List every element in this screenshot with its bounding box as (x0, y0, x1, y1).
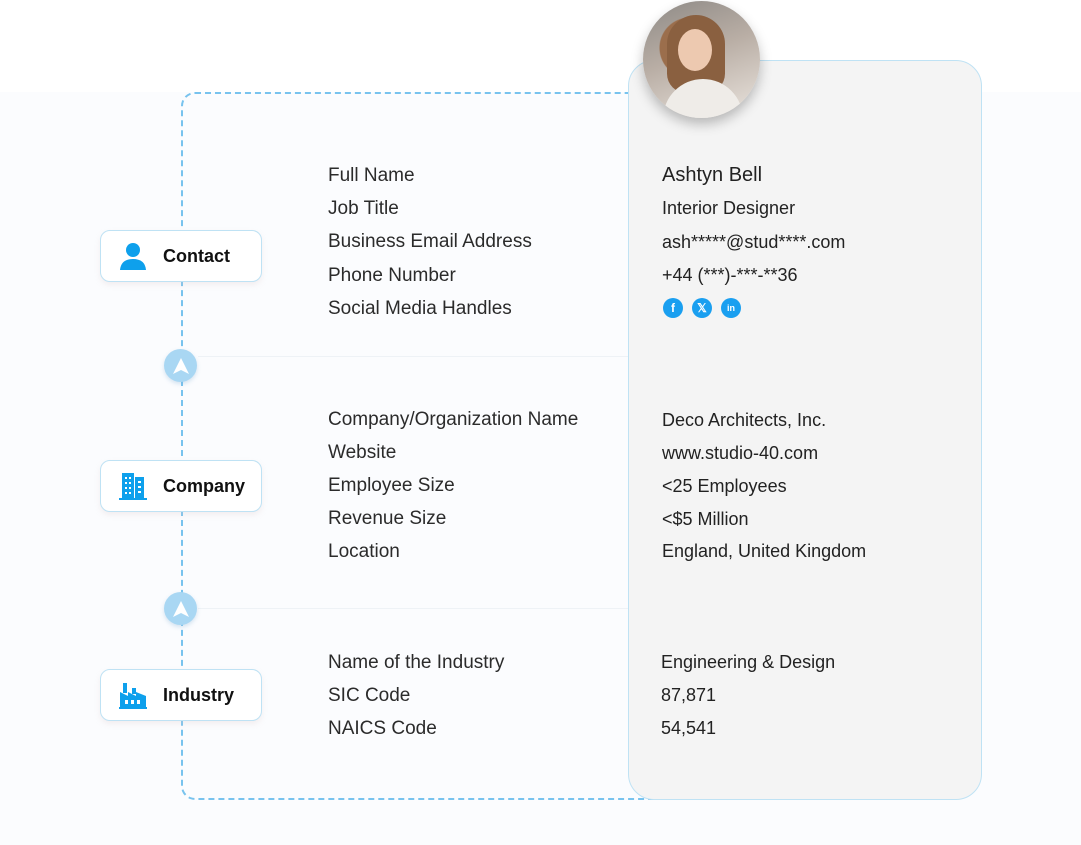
field-label-email: Business Email Address (328, 231, 532, 252)
field-label-naics-code: NAICS Code (328, 718, 437, 739)
field-label-company-name: Company/Organization Name (328, 409, 579, 430)
section-tab-label: Industry (163, 684, 235, 705)
field-value-revenue-size: <$5 Million (662, 509, 749, 529)
building-icon (118, 471, 148, 501)
field-label-sic-code: SIC Code (328, 685, 411, 706)
linkedin-icon[interactable]: in (721, 298, 741, 318)
field-value-industry-name: Engineering & Design (661, 652, 836, 672)
field-label-website: Website (328, 442, 397, 463)
field-label-location: Location (328, 541, 400, 562)
connector-dashed-line (181, 92, 741, 800)
factory-icon (118, 680, 148, 710)
section-divider (198, 608, 981, 609)
field-value-location: England, United Kingdom (662, 541, 867, 561)
person-icon (118, 241, 148, 271)
section-divider (198, 356, 981, 357)
field-label-full-name: Full Name (328, 165, 415, 186)
facebook-icon[interactable]: f (663, 298, 683, 318)
section-tab-industry[interactable]: Industry (100, 669, 262, 721)
section-tab-contact[interactable]: Contact (100, 230, 262, 282)
field-label-revenue-size: Revenue Size (328, 508, 447, 529)
up-arrow-node (164, 592, 197, 625)
field-value-company-name: Deco Architects, Inc. (662, 410, 827, 430)
field-value-full-name: Ashtyn Bell (662, 164, 763, 186)
field-label-socials: Social Media Handles (328, 298, 512, 319)
navigation-arrow-icon (172, 357, 189, 374)
field-label-industry-name: Name of the Industry (328, 652, 505, 673)
section-tab-label: Company (163, 475, 246, 496)
field-value-employee-size: <25 Employees (662, 476, 787, 496)
section-tab-label: Contact (163, 245, 230, 266)
section-tab-company[interactable]: Company (100, 460, 262, 512)
field-label-phone: Phone Number (328, 265, 456, 286)
social-links: f 𝕏 in (663, 298, 741, 318)
field-label-employee-size: Employee Size (328, 475, 455, 496)
field-value-job-title: Interior Designer (662, 198, 796, 218)
field-label-job-title: Job Title (328, 198, 399, 219)
up-arrow-node (164, 349, 197, 382)
profile-avatar (643, 1, 760, 118)
field-value-phone: +44 (***)-***-**36 (662, 265, 798, 285)
field-value-sic-code: 87,871 (661, 685, 717, 705)
navigation-arrow-icon (172, 600, 189, 617)
profile-details-card (628, 60, 982, 800)
field-value-website: www.studio-40.com (662, 443, 819, 463)
field-value-naics-code: 54,541 (661, 718, 717, 738)
x-twitter-icon[interactable]: 𝕏 (692, 298, 712, 318)
field-value-email: ash*****@stud****.com (662, 232, 846, 252)
